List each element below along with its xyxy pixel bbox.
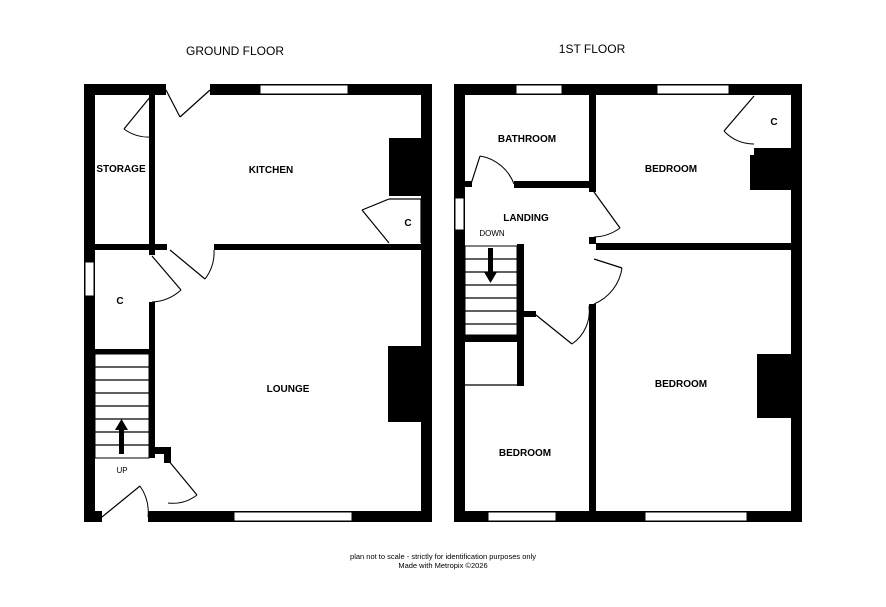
stairs-label-down: DOWN [479,229,505,238]
ground-internal-walls [95,95,421,463]
stairs-up-arrow-icon [115,419,128,430]
rear-bedroom-window [644,511,748,522]
front-bedroom-chimney-breast [750,155,791,190]
footer-credit: Made with Metropix ©2026 [398,561,488,570]
small-bedroom-door [535,305,590,345]
small-bedroom-window [487,511,557,522]
lounge-chimney-breast [388,346,421,422]
footer-disclaimer: plan not to scale - strictly for identif… [350,552,536,561]
stairs-label-up: UP [116,466,127,475]
room-label-bathroom: BATHROOM [498,134,556,145]
kitchen-window [259,84,349,95]
landing-window [454,197,465,231]
room-label-lounge: LOUNGE [267,384,310,395]
front-bedroom-cupboard-door [723,95,755,145]
room-label-storage: STORAGE [96,164,146,175]
lounge-window [233,511,353,522]
room-label-front-bedroom: BEDROOM [645,164,697,175]
first-internal-walls [465,95,791,511]
room-label-rear-bedroom: BEDROOM [655,379,707,390]
room-label-small-bedroom: BEDROOM [499,448,551,459]
rear-bedroom-door [593,258,623,305]
stairs-down-arrow-icon [484,272,497,283]
first-staircase [464,245,518,386]
room-label-kitchen-cupboard: C [404,218,411,229]
stairs-hall-door [167,459,198,504]
kitchen-cupboard-door [361,198,422,244]
bathroom-window [515,84,563,95]
lounge-door [169,249,215,280]
rear-bedroom-chimney-breast [757,354,791,418]
bathroom-door [470,155,515,185]
room-label-kitchen: KITCHEN [249,165,293,176]
ground-floor-plan: GROUND FLOOR [84,44,432,522]
hall-cupboard-door [151,255,182,303]
storage-door [123,95,152,138]
front-bedroom-window [656,84,730,95]
room-label-hall-cupboard: C [116,296,123,307]
first-floor-title: 1ST FLOOR [559,42,626,56]
first-floor-plan: 1ST FLOOR [454,42,802,522]
first-outer-walls [454,84,802,522]
ground-floor-title: GROUND FLOOR [186,44,284,58]
front-door [101,485,149,518]
room-label-bedroom-cupboard: C [770,117,777,128]
ground-staircase [94,353,150,459]
hall-window [84,261,95,297]
kitchen-chimney-breast [389,138,421,196]
room-label-landing: LANDING [503,213,549,224]
front-bedroom-door [593,191,621,238]
kitchen-back-door [165,89,211,118]
